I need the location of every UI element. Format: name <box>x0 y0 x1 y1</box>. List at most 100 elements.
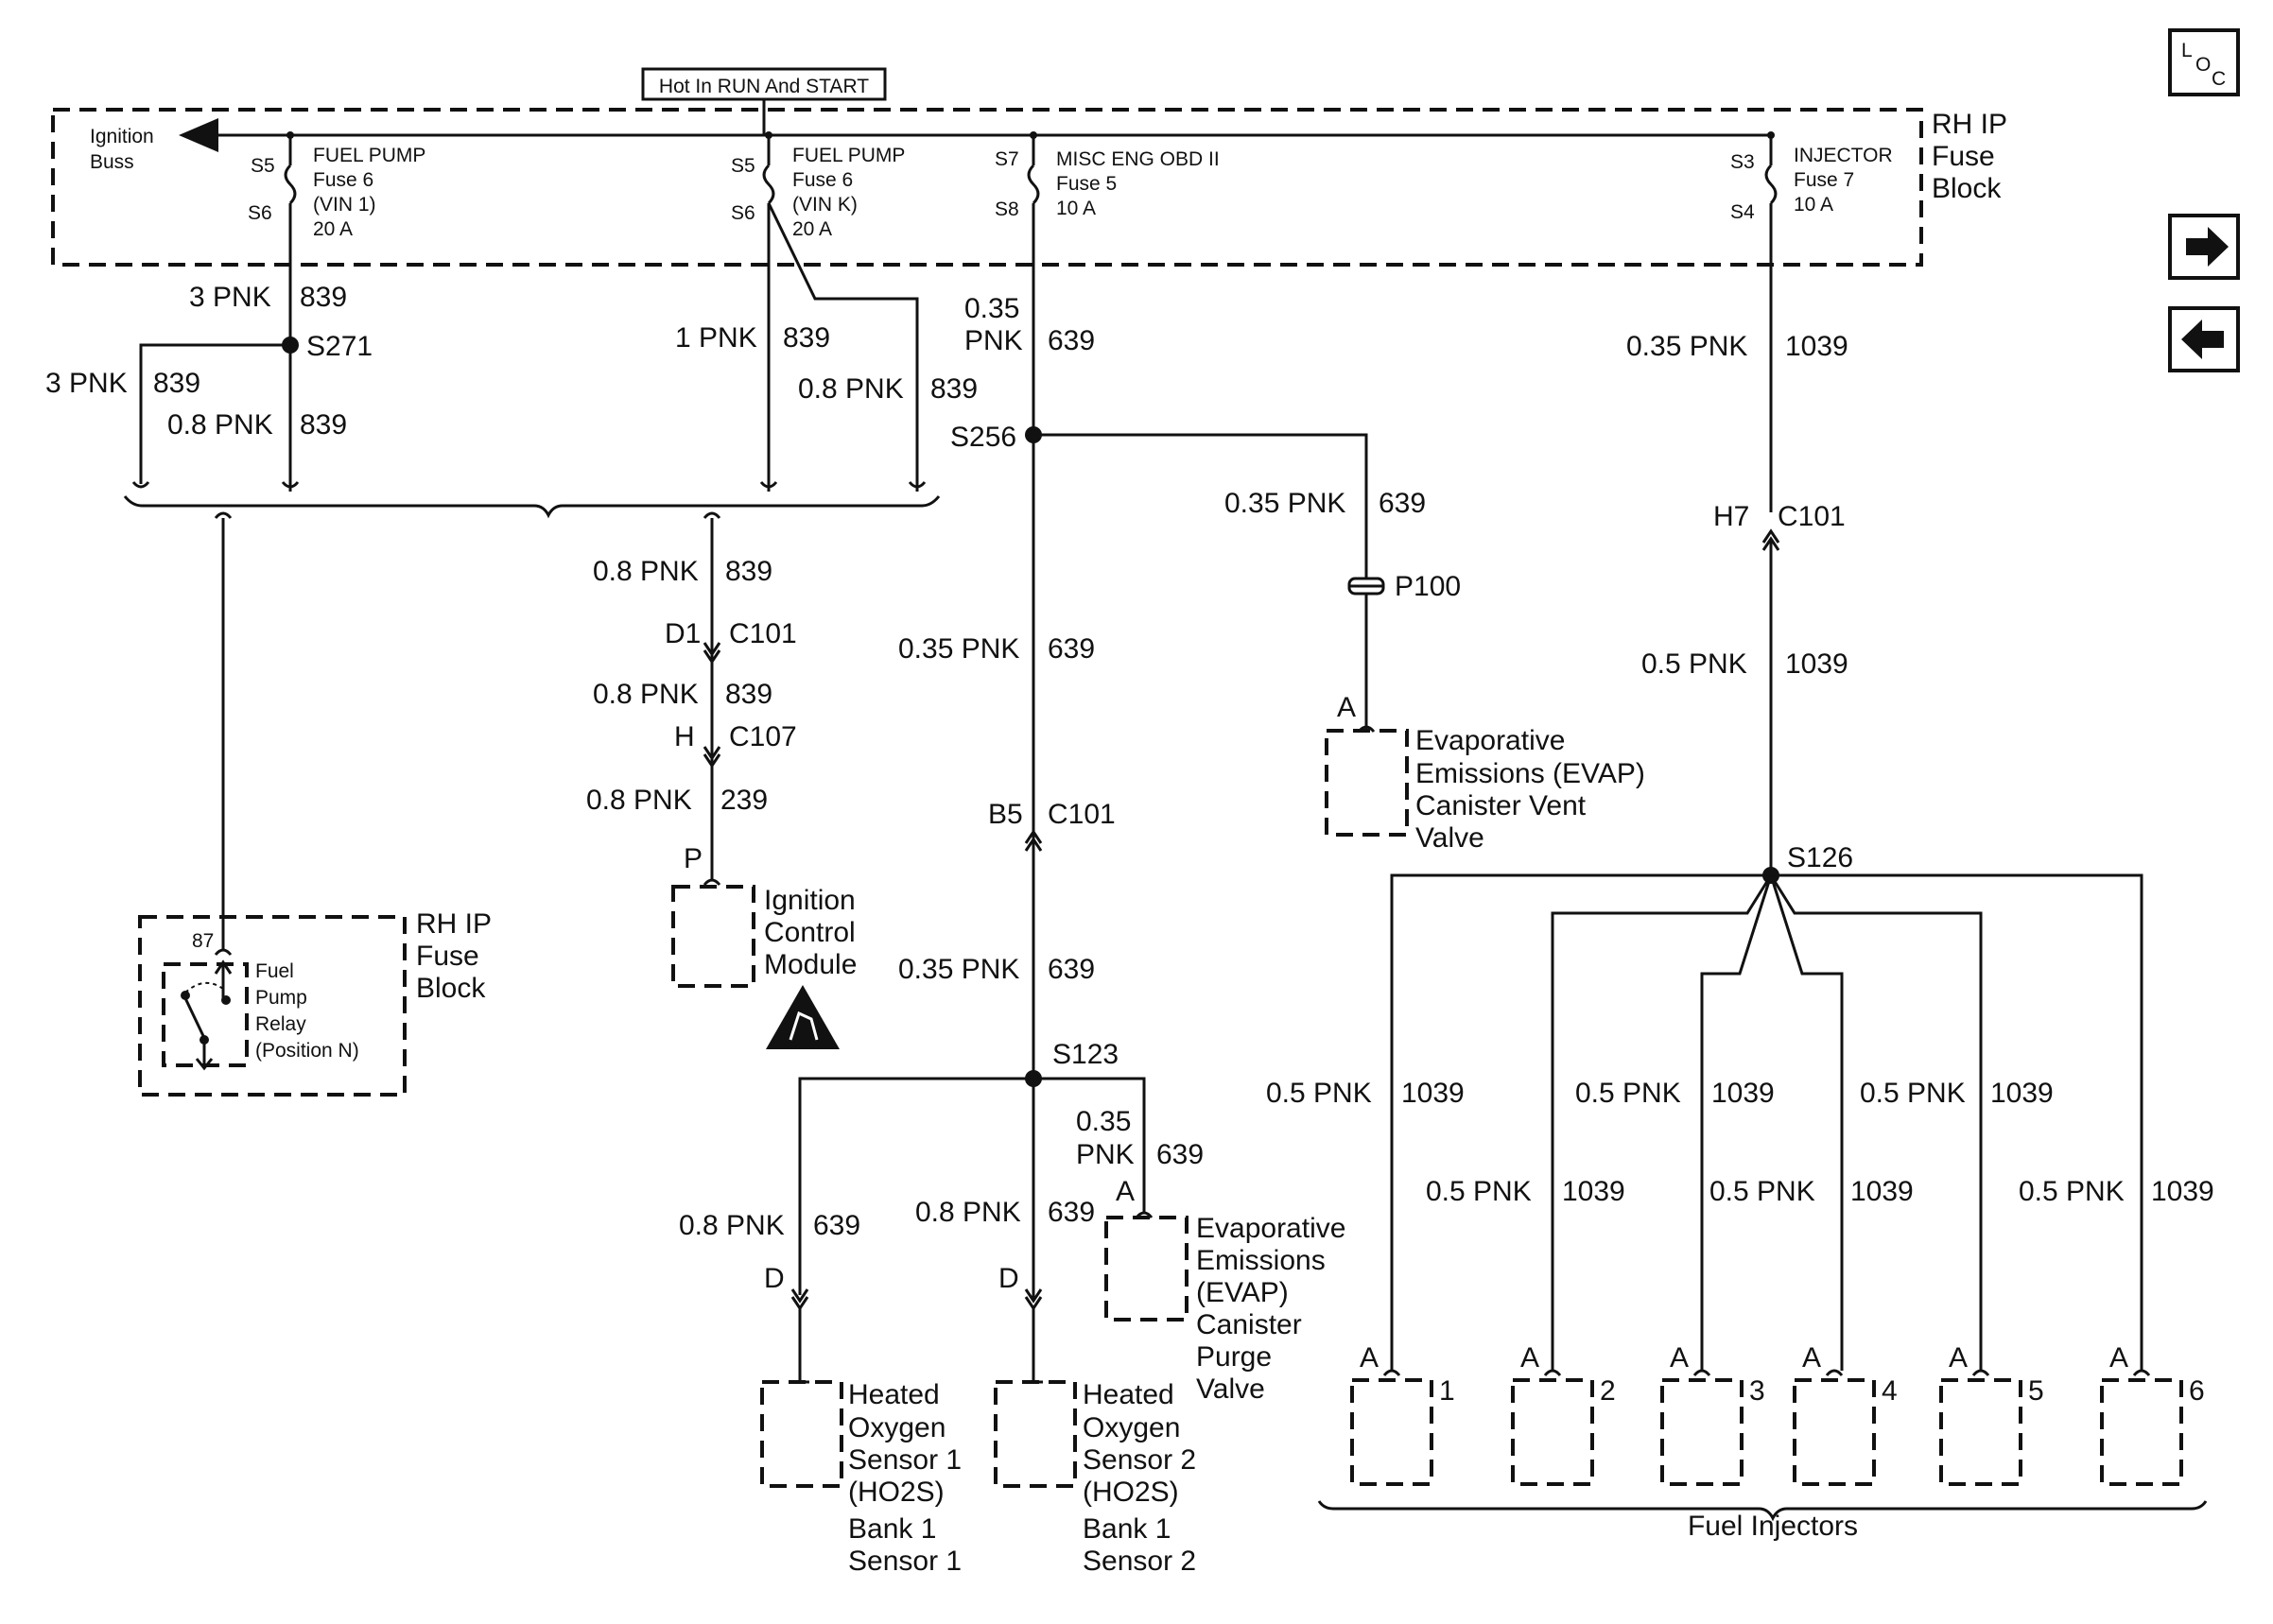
svg-text:Pump: Pump <box>255 987 307 1009</box>
svg-text:Block: Block <box>416 973 486 1004</box>
svg-text:Oxygen: Oxygen <box>1083 1412 1180 1443</box>
svg-text:FUEL PUMP: FUEL PUMP <box>792 145 905 166</box>
svg-text:10 A: 10 A <box>1056 198 1096 219</box>
svg-text:INJECTOR: INJECTOR <box>1794 145 1893 166</box>
previous-page-button[interactable] <box>2168 306 2240 372</box>
svg-text:Emissions: Emissions <box>1196 1245 1326 1276</box>
svg-text:S123: S123 <box>1052 1039 1119 1070</box>
svg-text:P100: P100 <box>1395 571 1461 602</box>
svg-text:S8: S8 <box>995 199 1019 220</box>
svg-text:A: A <box>1802 1342 1821 1373</box>
svg-text:Evaporative: Evaporative <box>1196 1213 1345 1244</box>
svg-text:A: A <box>1949 1342 1968 1373</box>
svg-text:C101: C101 <box>1778 501 1846 532</box>
next-page-button[interactable] <box>2168 214 2240 280</box>
svg-text:0.35: 0.35 <box>1076 1106 1131 1137</box>
svg-text:20 A: 20 A <box>792 218 832 240</box>
fuse-block-label: RH IP Fuse Block <box>1932 109 2007 204</box>
svg-text:Sensor 1: Sensor 1 <box>848 1444 962 1476</box>
svg-text:Control: Control <box>764 917 856 948</box>
loc-button[interactable]: L O C <box>2168 28 2240 96</box>
esd-warning-icon <box>766 985 840 1049</box>
svg-text:1: 1 <box>1439 1375 1455 1407</box>
svg-text:S4: S4 <box>1730 201 1755 223</box>
svg-text:Emissions (EVAP): Emissions (EVAP) <box>1415 758 1645 789</box>
svg-text:0.35 PNK: 0.35 PNK <box>898 954 1019 985</box>
svg-text:639: 639 <box>1048 954 1095 985</box>
svg-text:Canister Vent: Canister Vent <box>1415 790 1587 821</box>
svg-text:0.5 PNK: 0.5 PNK <box>1426 1176 1532 1207</box>
svg-text:0.5 PNK: 0.5 PNK <box>1575 1078 1681 1109</box>
svg-text:S126: S126 <box>1787 842 1853 873</box>
rh-ip-fuse-block-outline <box>51 108 1923 267</box>
svg-text:B5: B5 <box>988 799 1023 830</box>
svg-text:839: 839 <box>930 373 978 405</box>
misc-eng-wiring: 0.35 PNK 639 S256 0.35 PNK 639 P100 A Ev… <box>679 293 1645 1577</box>
fuse-injector: S3 S4 INJECTOR Fuse 7 10 A <box>1730 131 1893 512</box>
svg-text:839: 839 <box>300 409 347 441</box>
svg-text:C: C <box>2212 68 2226 90</box>
injector-1: A1 <box>1350 1342 1455 1486</box>
svg-text:Ignition: Ignition <box>764 885 856 916</box>
svg-text:0.35 PNK: 0.35 PNK <box>1626 331 1747 362</box>
svg-text:(Position N): (Position N) <box>255 1040 359 1062</box>
svg-text:5: 5 <box>2028 1375 2044 1407</box>
svg-text:Fuse 6: Fuse 6 <box>313 169 373 191</box>
svg-text:Valve: Valve <box>1196 1373 1265 1405</box>
svg-text:C101: C101 <box>729 618 797 649</box>
injector-6: A6 <box>2100 1342 2205 1486</box>
icm-wiring: 0.8 PNK 839 D1 C101 0.8 PNK 839 H C107 0… <box>586 556 857 1049</box>
svg-text:A: A <box>1360 1342 1379 1373</box>
arrow-left-icon <box>2181 320 2224 359</box>
injector-3: A3 <box>1660 1342 1765 1486</box>
svg-text:Fuse: Fuse <box>416 941 479 972</box>
svg-text:0.5 PNK: 0.5 PNK <box>1860 1078 1966 1109</box>
svg-text:A: A <box>1670 1342 1689 1373</box>
svg-text:0.8 PNK: 0.8 PNK <box>586 785 692 816</box>
svg-text:2: 2 <box>1600 1375 1616 1407</box>
svg-text:3 PNK: 3 PNK <box>189 282 271 313</box>
svg-text:(HO2S): (HO2S) <box>1083 1477 1179 1508</box>
hot-in-run-start-label: Hot In RUN And START <box>641 67 887 135</box>
svg-text:C101: C101 <box>1048 799 1116 830</box>
svg-text:A: A <box>1116 1176 1135 1207</box>
svg-text:Heated: Heated <box>848 1379 940 1410</box>
svg-text:1039: 1039 <box>1850 1176 1914 1207</box>
svg-text:839: 839 <box>300 282 347 313</box>
svg-text:1 PNK: 1 PNK <box>675 322 757 354</box>
injector-wiring: 0.35 PNK 1039 H7 C101 0.5 PNK 1039 S126 … <box>1266 331 2214 1371</box>
svg-text:S6: S6 <box>248 202 272 224</box>
svg-text:A: A <box>1520 1342 1539 1373</box>
svg-text:S271: S271 <box>306 331 373 362</box>
svg-text:L: L <box>2181 40 2193 61</box>
svg-text:0.8 PNK: 0.8 PNK <box>593 679 699 710</box>
fuel-pump-relay: 87 Fuel Pump Relay (Position N) RH IP Fu… <box>138 908 492 1097</box>
svg-text:Oxygen: Oxygen <box>848 1412 946 1443</box>
svg-text:Sensor 1: Sensor 1 <box>848 1546 962 1577</box>
svg-text:Buss: Buss <box>90 151 134 173</box>
svg-text:3: 3 <box>1749 1375 1765 1407</box>
svg-text:Valve: Valve <box>1415 822 1484 854</box>
arrow-right-icon <box>2186 227 2229 267</box>
svg-text:639: 639 <box>1048 1197 1095 1228</box>
svg-text:1039: 1039 <box>1562 1176 1625 1207</box>
svg-text:D: D <box>764 1263 785 1294</box>
svg-text:Fuse 6: Fuse 6 <box>792 169 853 191</box>
fuse-misc-eng-obd2: S7 S8 MISC ENG OBD II Fuse 5 10 A <box>995 131 1220 832</box>
svg-text:H: H <box>674 721 695 752</box>
svg-text:S5: S5 <box>251 155 275 177</box>
svg-text:Fuel Injectors: Fuel Injectors <box>1688 1511 1858 1542</box>
svg-text:0.5 PNK: 0.5 PNK <box>2019 1176 2125 1207</box>
svg-text:S3: S3 <box>1730 151 1755 173</box>
svg-text:P: P <box>684 843 703 874</box>
svg-text:Module: Module <box>764 949 857 980</box>
svg-text:Sensor 2: Sensor 2 <box>1083 1444 1196 1476</box>
svg-text:6: 6 <box>2189 1375 2205 1407</box>
svg-text:0.8 PNK: 0.8 PNK <box>798 373 904 405</box>
svg-text:C107: C107 <box>729 721 797 752</box>
svg-text:Bank 1: Bank 1 <box>1083 1513 1171 1545</box>
svg-text:239: 239 <box>720 785 768 816</box>
svg-text:1039: 1039 <box>1711 1078 1775 1109</box>
fuse-fuel-pump-vink: S5 S6 FUEL PUMP Fuse 6 (VIN K) 20 A <box>731 131 919 492</box>
svg-text:10 A: 10 A <box>1794 194 1833 216</box>
